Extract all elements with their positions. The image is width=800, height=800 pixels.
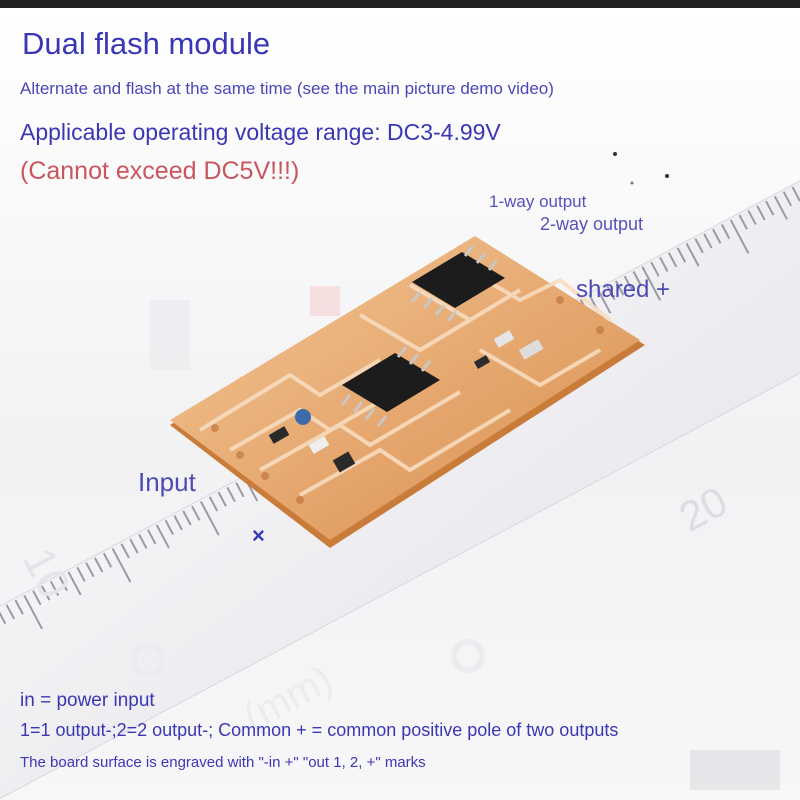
ruler-tick: [667, 252, 678, 268]
ruler-tick: [703, 233, 713, 249]
ruler-tick: [720, 224, 731, 240]
ruler-tick: [199, 501, 220, 536]
warning-line: (Cannot exceed DC5V!!!): [20, 157, 300, 185]
description-line: Alternate and flash at the same time (se…: [20, 79, 554, 98]
ic-chip-upper: [410, 245, 505, 322]
ruler-tick: [729, 219, 750, 254]
dust-dot: [665, 174, 669, 178]
pcb-board: [170, 236, 645, 548]
capacitor: [295, 409, 311, 425]
ruler-tick: [41, 585, 51, 601]
ruler-tick: [111, 547, 132, 583]
ruler-tick: [147, 529, 157, 545]
ruler-tick: [606, 285, 616, 301]
ruler-tick: [738, 214, 748, 230]
ruler-tick: [217, 491, 227, 507]
ic-chip-lower: [340, 346, 440, 427]
ruler-tick: [226, 486, 236, 503]
page-title: Dual flash module: [22, 26, 271, 61]
ruler-tick: [694, 238, 704, 254]
voltage-line: Applicable operating voltage range: DC3-…: [20, 119, 501, 145]
blur-mark: [150, 300, 190, 370]
dust-dot: [613, 152, 617, 156]
blur-mark: [310, 286, 340, 316]
ruler-tick: [235, 482, 245, 498]
ruler-tick: [164, 519, 174, 535]
shared-plus-label: shared +: [576, 276, 671, 303]
ruler-tick: [155, 524, 170, 549]
ruler-tick: [676, 247, 687, 263]
ruler-tick: [641, 266, 662, 301]
ruler-tick: [5, 604, 16, 620]
ruler-tick: [659, 256, 669, 272]
ruler-hole-right: [451, 639, 485, 673]
ruler-tick: [756, 205, 766, 221]
note-engraving: The board surface is engraved with "-in …: [20, 754, 426, 771]
ruler-hole-left: [131, 643, 165, 677]
ruler-tick: [14, 599, 24, 615]
output-1-label: 1-way output: [489, 192, 587, 211]
ruler-tick: [782, 191, 793, 207]
ruler-tick: [614, 280, 625, 296]
ruler-tick: [58, 576, 68, 592]
ruler-tick: [129, 538, 139, 554]
ruler-tick: [632, 271, 642, 287]
ruler-tick: [208, 496, 219, 512]
ruler-tick: [685, 242, 700, 267]
ruler-tick: [791, 186, 800, 202]
smd-components: [268, 330, 544, 473]
ruler-tick: [773, 195, 788, 220]
ruler-tick: [102, 552, 113, 568]
ruler-tick: [650, 261, 660, 277]
top-border: [0, 0, 800, 8]
ruler-tick: [747, 209, 757, 226]
output-2-label: 2-way output: [540, 214, 644, 234]
ruler-tick: [597, 289, 612, 314]
ruler-tick: [120, 543, 130, 559]
ruler-tick: [67, 571, 82, 596]
ruler-tick: [32, 590, 42, 606]
ruler-tick: [85, 562, 95, 578]
ruler-tick: [0, 609, 7, 625]
ruler-tick: [182, 510, 192, 526]
ruler-tick: [49, 580, 60, 596]
dust-dot: [630, 181, 634, 185]
blur-mark: [690, 750, 780, 790]
ruler-tick: [23, 594, 44, 630]
ruler-tick: [138, 533, 148, 549]
ruler-tick: [191, 505, 201, 521]
note-in-definition: in = power input: [20, 690, 155, 711]
ruler-tick: [765, 200, 775, 216]
note-outputs-definition: 1=1 output-;2=2 output-; Common + = comm…: [20, 720, 619, 740]
ruler-tick: [173, 515, 183, 531]
ruler-tick: [712, 228, 722, 244]
input-label: Input: [138, 467, 196, 497]
input-marker: ×: [252, 523, 265, 548]
ruler-tick: [623, 275, 634, 291]
ruler-tick: [76, 566, 86, 582]
ruler-tick: [94, 557, 104, 573]
